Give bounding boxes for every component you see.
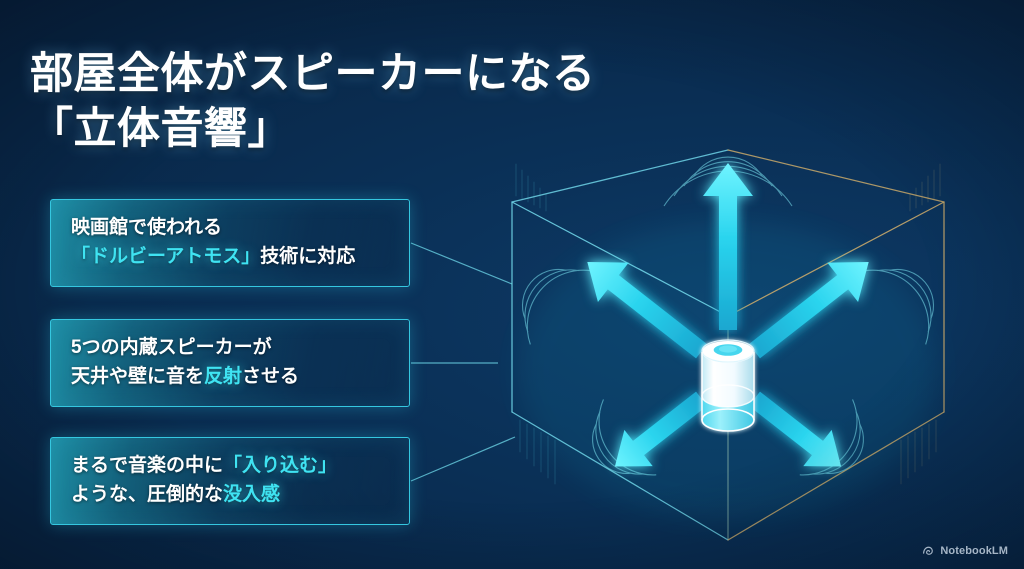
highlighted-text: 没入感 xyxy=(223,483,281,505)
card-line: 「ドルビーアトモス」技術に対応 xyxy=(71,243,391,272)
plain-text: 技術に対応 xyxy=(260,245,356,267)
plain-text: まるで音楽の中に xyxy=(71,455,224,476)
info-card-immersion[interactable]: まるで音楽の中に「入り込む」 ような、圧倒的な没入感 xyxy=(50,437,410,525)
arrow-lower-right xyxy=(748,391,842,467)
plain-text: 天井や壁に音を xyxy=(71,365,205,387)
center-halo xyxy=(518,220,938,520)
plain-text: 5つの内蔵スピーカーが xyxy=(71,337,272,358)
plain-text: ような、圧倒的な xyxy=(71,483,224,505)
ripple-top xyxy=(663,156,793,207)
info-card-five-speakers[interactable]: 5つの内蔵スピーカーが 天井や壁に音を反射させる xyxy=(50,319,410,407)
connector-card-0 xyxy=(410,242,513,285)
notebooklm-logo-icon xyxy=(922,544,935,557)
cube-edge-bottom-left xyxy=(511,411,729,541)
card-line: 映画館で使われる xyxy=(71,214,391,243)
highlighted-text: 「入り込む」 xyxy=(223,455,338,476)
card-line: ような、圧倒的な没入感 xyxy=(71,481,391,510)
sound-ripples xyxy=(521,156,935,476)
arrow-lower-left xyxy=(614,391,708,467)
plain-text: させる xyxy=(242,365,300,387)
info-card-dolby-atmos[interactable]: 映画館で使われる 「ドルビーアトモス」技術に対応 xyxy=(50,199,410,287)
highlighted-text: 「ドルビーアトモス」 xyxy=(71,245,261,267)
cube-edge-top-front-right xyxy=(727,201,945,317)
ripple-lower-left xyxy=(592,399,657,476)
cube-edge-bottom-right xyxy=(727,411,945,541)
connector-card-2 xyxy=(410,436,516,482)
card-line: まるで音楽の中に「入り込む」 xyxy=(71,452,391,481)
ripple-upper-right xyxy=(863,268,935,345)
highlighted-text: 反射 xyxy=(204,365,243,387)
arrow-up xyxy=(703,163,753,330)
watermark: NotebookLM xyxy=(922,544,1008,557)
ripple-upper-left xyxy=(521,268,593,345)
arrow-upper-left xyxy=(587,261,708,359)
wall-ripple-texture xyxy=(515,163,941,485)
card-line: 天井や壁に音を反射させる xyxy=(71,363,391,392)
cube-wireframe xyxy=(511,149,945,541)
arrow-upper-right xyxy=(748,261,869,359)
ripple-lower-right xyxy=(799,399,864,476)
cube-edge-top-front-left xyxy=(511,201,729,317)
watermark-label: NotebookLM xyxy=(940,544,1008,557)
plain-text: 映画館で使われる xyxy=(71,217,223,238)
cube-edge-top-back-right xyxy=(727,149,945,203)
card-line: 5つの内蔵スピーカーが xyxy=(71,334,391,363)
sound-direction-arrows xyxy=(587,163,869,467)
page-title: 部屋全体がスピーカーになる 「立体音響」 xyxy=(30,49,596,153)
smart-speaker-cylinder xyxy=(701,339,755,432)
cube-edge-top-back-left xyxy=(511,149,729,203)
